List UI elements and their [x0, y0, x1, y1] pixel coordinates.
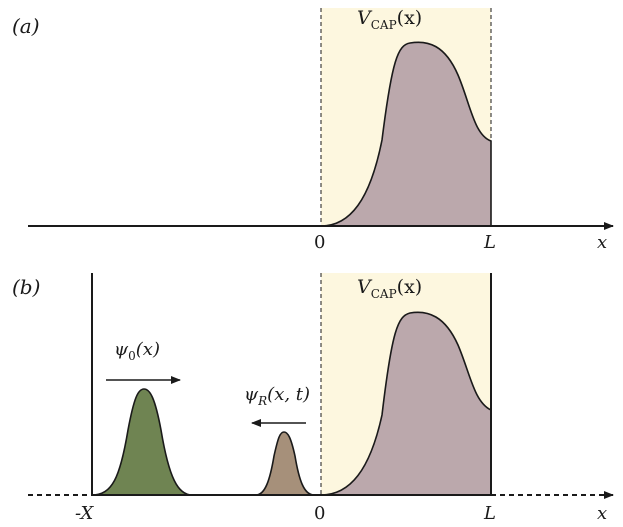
tick-zero-a: 0: [314, 232, 325, 253]
panel-b: (b) VCAP(x) ψ0(x) ψR(x, t) -X 0 L x: [12, 273, 614, 524]
axis-x-label-a: x: [597, 232, 607, 253]
panel-a-label: (a): [12, 14, 40, 38]
potential-label-b: VCAP(x): [357, 276, 422, 301]
psiR-wavepacket: [255, 431, 315, 496]
cap-potential-a: [320, 41, 492, 227]
tick-zero-b: 0: [314, 503, 325, 524]
psiR-label: ψR(x, t): [244, 384, 310, 408]
tick-minusX: -X: [75, 503, 94, 524]
panel-b-label: (b): [12, 275, 40, 299]
axis-x-label-b: x: [597, 503, 607, 524]
panel-a: (a) VCAP(x) 0 L x: [12, 7, 614, 253]
cap-potential-b: [320, 311, 492, 496]
tick-L-a: L: [483, 232, 496, 253]
psi0-label: ψ0(x): [114, 339, 160, 363]
tick-L-b: L: [483, 503, 496, 524]
psi0-wavepacket: [91, 388, 193, 496]
potential-label-a: VCAP(x): [357, 7, 422, 32]
